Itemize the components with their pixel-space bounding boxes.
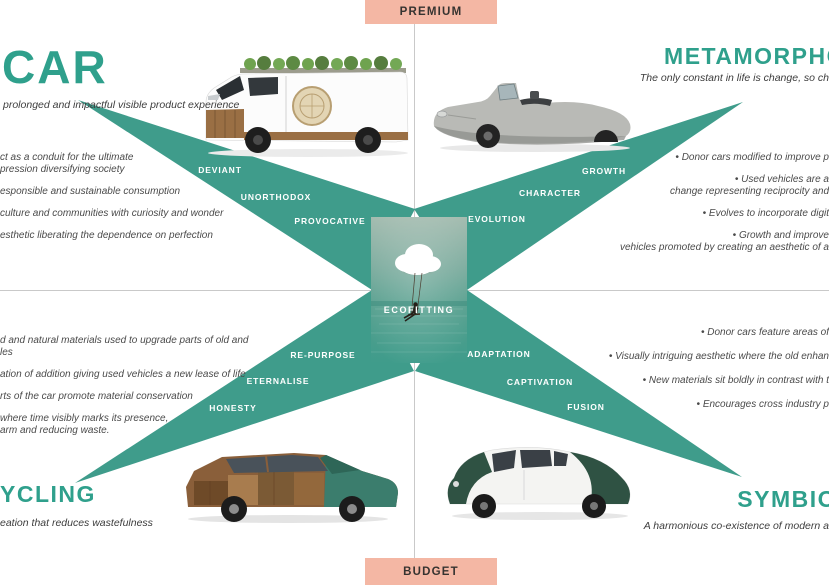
arm-top-right (414, 102, 743, 290)
keyword-growth: GROWTH (581, 166, 627, 176)
arm-top-left (78, 100, 415, 290)
keyword-fusion: FUSION (567, 402, 605, 412)
roof-plants (240, 56, 406, 73)
arm-bottom-left (75, 290, 414, 483)
bullet-list-bottom-left: d and natural materials used to upgrade … (0, 335, 249, 437)
upcycled-van-image (205, 56, 409, 157)
quadrant-subtitle-bottom-left: eation that reduces wastefulness (0, 517, 153, 529)
quadrant-subtitle-top-right: The only constant in life is change, so … (639, 72, 829, 84)
keyword-evolution: EVOLUTION (468, 214, 526, 224)
bullet-line: • Growth and improve (732, 230, 829, 241)
bullet-list-top-right: • Donor cars modified to improve p • Use… (620, 152, 829, 254)
bullet-line: • Encourages cross industry p (696, 399, 829, 410)
bullet-line: • Used vehicles are a (734, 174, 829, 185)
keyword-honesty: HONESTY (209, 403, 257, 413)
bullet-line: change representing reciprocity and (670, 186, 829, 197)
keyword-eternalise: ETERNALISE (246, 376, 310, 386)
green-bonnet (447, 452, 492, 504)
cloud (395, 244, 441, 276)
swing-person (403, 272, 423, 322)
bullet-line: esthetic liberating the dependence on pe… (0, 230, 213, 241)
bullet-line: • Evolves to incorporate digit (702, 208, 829, 219)
center-label: ECOFITTING (383, 305, 455, 315)
concept-convertible-image (433, 83, 631, 152)
bullet-list-bottom-right: • Donor cars feature areas of • Visually… (609, 327, 829, 411)
arm-bottom-right (415, 290, 742, 477)
bullet-line: les (0, 347, 13, 358)
keyword-captivation: CAPTIVATION (506, 377, 574, 387)
keyword-unorthodox: UNORTHODOX (240, 192, 312, 202)
premium-banner: PREMIUM (365, 0, 497, 24)
quadrant-subtitle-bottom-right: A harmonious co-existence of modern a (643, 520, 829, 532)
bullet-line: ct as a conduit for the ultimate (0, 152, 134, 163)
keyword-repurpose: RE-PURPOSE (290, 350, 356, 360)
quadrant-title-bottom-right: SYMBIO (737, 486, 829, 512)
bullet-line: vehicles promoted by creating an aesthet… (619, 242, 829, 253)
keyword-adaptation: ADAPTATION (467, 349, 531, 359)
bullet-list-top-left: ct as a conduit for the ultimate pressio… (0, 152, 223, 242)
bullet-line: d and natural materials used to upgrade … (0, 335, 249, 346)
dreamcatcher-emblem (292, 86, 332, 126)
patchwork-hatchback-image (186, 453, 398, 523)
quadrant-subtitle-top-left: prolonged and impactful visible product … (3, 99, 240, 111)
keyword-character: CHARACTER (519, 188, 581, 198)
green-white-citycar-image (447, 447, 631, 520)
quadrant-title-top-left: CAR (2, 41, 108, 93)
keyword-provocative: PROVOCATIVE (294, 216, 366, 226)
wood-rust-patches (194, 471, 324, 505)
budget-banner: BUDGET (365, 558, 497, 585)
keyword-deviant: DEVIANT (198, 165, 242, 175)
bullet-line: pression diversifying society (0, 164, 125, 175)
bullet-line: arm and reducing waste. (0, 425, 110, 436)
bullet-line: • Visually intriguing aesthetic where th… (608, 351, 829, 362)
quadrant-title-top-right: METAMORPHO (664, 43, 829, 69)
bullet-line: where time visibly marks its presence, (0, 413, 169, 424)
bullet-line: ation of addition giving used vehicles a… (0, 369, 246, 380)
bullet-line: • Donor cars feature areas of (700, 327, 829, 338)
bullet-line: • Donor cars modified to improve p (675, 152, 829, 163)
bullet-line: culture and communities with curiosity a… (0, 208, 224, 219)
bullet-line: rts of the car promote material conserva… (0, 391, 193, 402)
bullet-line: esponsible and sustainable consumption (0, 186, 181, 197)
cloud-swing-scene (371, 217, 467, 363)
wood-panels (206, 109, 408, 140)
green-rear-panel (570, 452, 630, 504)
center-image: ECOFITTING (371, 217, 467, 363)
quadrant-title-bottom-left: YCLING (0, 481, 96, 507)
bullet-line: • New materials sit boldly in contrast w… (642, 375, 829, 386)
